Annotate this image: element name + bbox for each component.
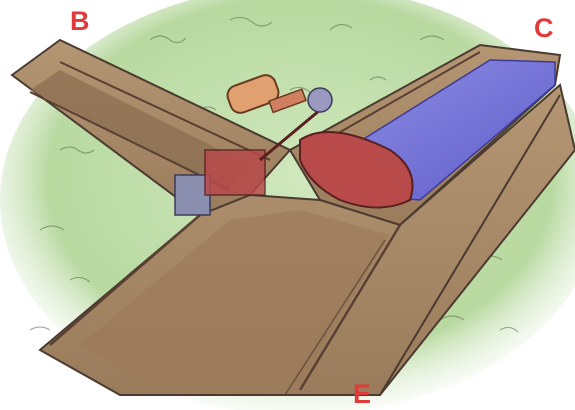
label-c: C	[534, 13, 554, 43]
label-e: E	[353, 379, 371, 409]
label-b: B	[70, 6, 90, 36]
